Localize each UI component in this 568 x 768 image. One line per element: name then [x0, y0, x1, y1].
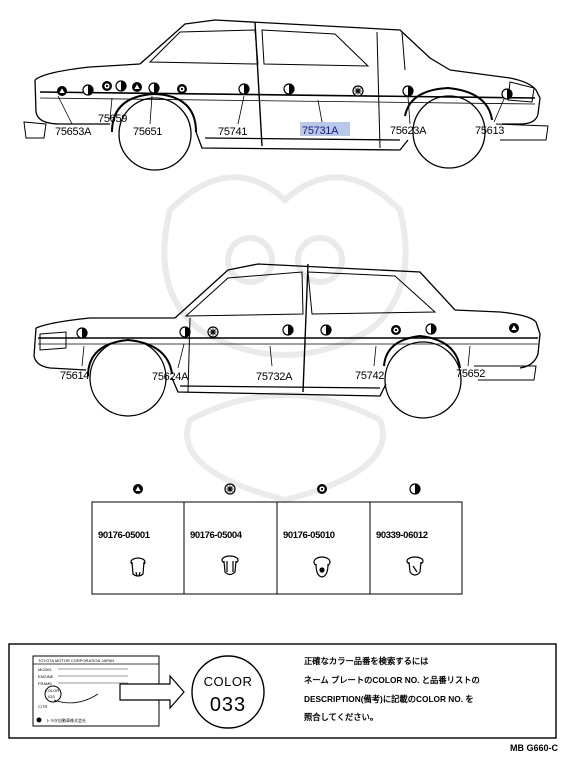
plate-header: TOYOTA MOTOR CORPORATION JAPAN	[38, 658, 114, 663]
clip-legend-symbols	[133, 483, 421, 495]
plate-line-ctr: C/TR	[38, 704, 47, 709]
reference-code: MB G660-C	[510, 743, 559, 753]
plate-color-label: COLOR	[45, 688, 59, 693]
callout-75623A: 75623A	[390, 125, 427, 137]
badge-word: COLOR	[204, 674, 253, 689]
plate-line-engine: ENGINE	[38, 674, 54, 679]
callout-75742: 75742	[355, 370, 384, 382]
callout-75741: 75741	[218, 126, 247, 138]
car-side-view-top	[23, 19, 549, 171]
car-side-view-bottom	[33, 263, 541, 419]
badge-code: 033	[210, 694, 246, 716]
callout-75732A: 75732A	[256, 371, 293, 383]
callout-75651: 75651	[133, 126, 162, 138]
callout-75613: 75613	[475, 125, 504, 137]
top-callouts: 75653A 75659 75651 75741 75731A 75623A 7…	[55, 113, 505, 138]
callout-75614: 75614	[60, 370, 89, 382]
callout-75624A: 75624A	[152, 371, 189, 383]
plate-color-code: 033	[48, 694, 55, 699]
plate-line-frame: FRAME	[38, 681, 52, 686]
highlight-box	[300, 122, 350, 136]
bottom-car-clip-symbols	[76, 323, 519, 339]
top-car-leader-lines	[57, 95, 505, 125]
callout-75731A[interactable]: 75731A	[302, 125, 339, 137]
clip-part-number-2: 90176-05004	[190, 530, 243, 541]
clip-triangle-icon	[133, 484, 143, 494]
clip-star-icon	[224, 483, 236, 495]
bottom-car-leader-lines	[81, 343, 471, 369]
clip-part-number-3: 90176-05010	[283, 530, 335, 541]
note-line-2: ネーム プレートのCOLOR NO. と品番リストの	[304, 675, 480, 685]
callout-75653A: 75653A	[55, 126, 92, 138]
watermark-emblem	[161, 174, 409, 504]
clip-gear-icon	[317, 484, 327, 494]
clip-table	[91, 501, 463, 595]
bottom-callouts: 75614 75624A 75732A 75742 75652	[60, 368, 486, 383]
color-note-box	[8, 643, 557, 739]
callout-75659: 75659	[98, 113, 127, 125]
clip-part-number-4: 90339-06012	[376, 530, 428, 541]
clip-drawings	[130, 555, 424, 578]
plate-line-model: MODEL	[38, 667, 53, 672]
callout-75652: 75652	[456, 368, 485, 380]
color-badge: COLOR 033	[191, 655, 265, 729]
clip-part-numbers: 90176-05001 90176-05004 90176-05010 9033…	[98, 530, 428, 541]
clip-half-circle-icon	[409, 483, 421, 495]
note-line-1: 正確なカラー品番を検索するには	[304, 656, 429, 666]
color-note-text: 正確なカラー品番を検索するには ネーム プレートのCOLOR NO. と品番リス…	[304, 656, 480, 722]
pointer-arrow	[119, 674, 185, 710]
clip-part-number-1: 90176-05001	[98, 530, 151, 541]
name-plate: TOYOTA MOTOR CORPORATION JAPAN MODEL ENG…	[32, 655, 160, 727]
note-line-3: DESCRIPTION(備考)に記載のCOLOR NO. を	[304, 694, 474, 704]
plate-footer: トヨタ自動車株式会社	[46, 717, 86, 723]
note-line-4: 照合してください。	[304, 712, 378, 722]
